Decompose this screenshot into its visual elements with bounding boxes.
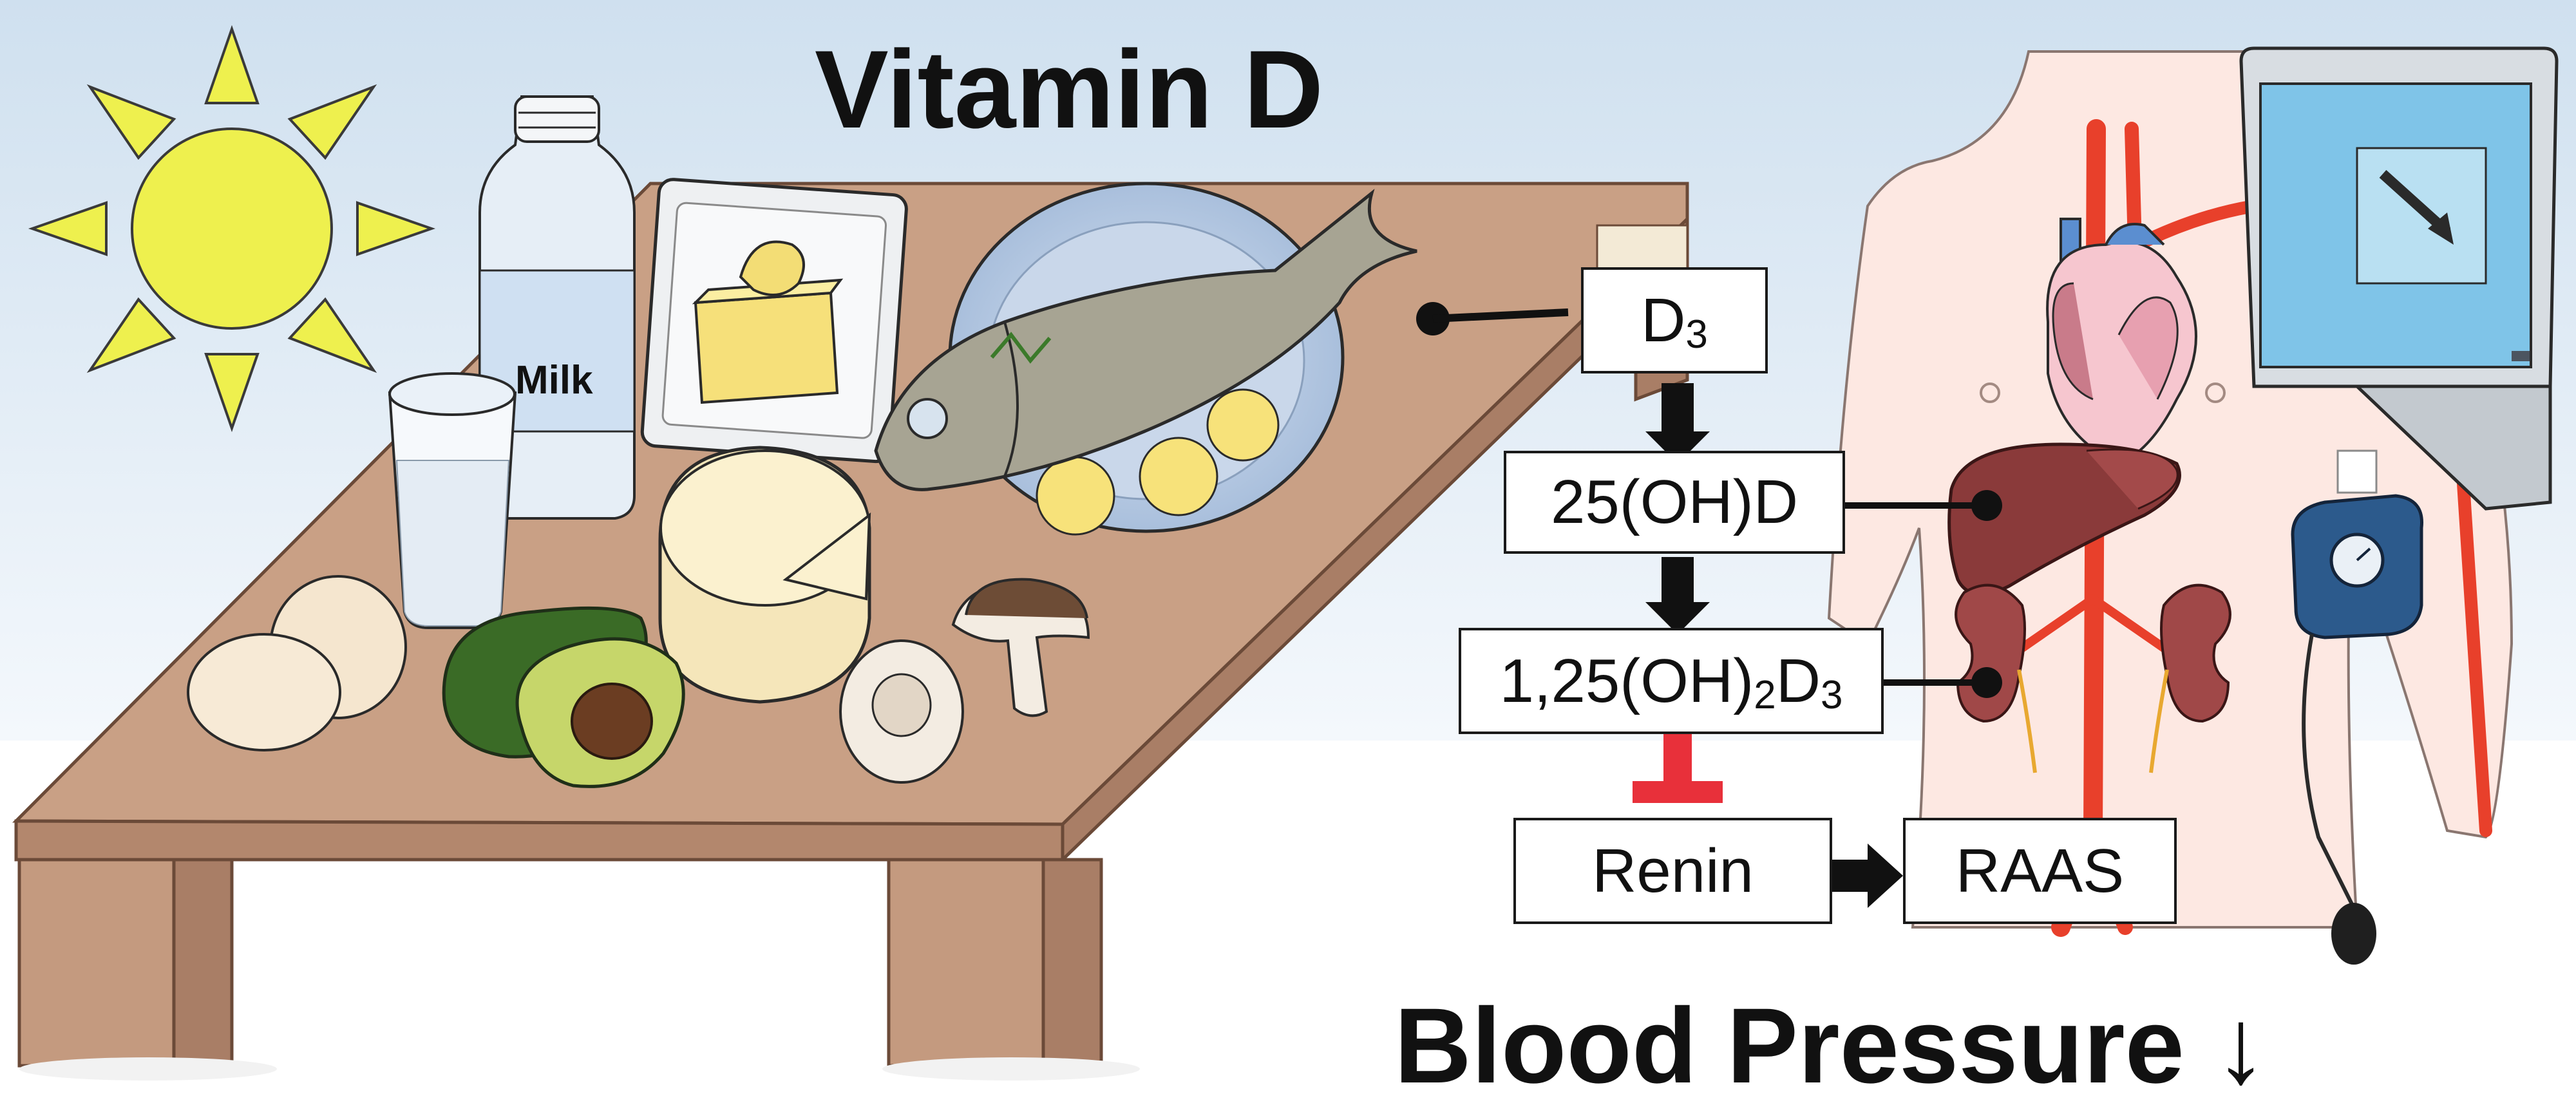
box-25-hydroxy-d: 25(OH)D xyxy=(1504,451,1845,554)
diagram-title: Vitamin D xyxy=(815,28,1324,151)
avocado-icon xyxy=(442,606,685,788)
mushroom-icon xyxy=(839,578,1090,784)
fish-plate-icon xyxy=(874,182,1417,536)
water-glass-icon xyxy=(388,372,517,629)
hydroxy-label: 25(OH)D xyxy=(1550,467,1799,536)
active-b: D xyxy=(1776,646,1821,715)
blood-pressure-cuff-icon xyxy=(2291,449,2423,965)
laptop-icon xyxy=(2239,46,2559,511)
milk-label: Milk xyxy=(515,358,593,402)
butter-icon xyxy=(640,178,908,464)
box-raas: RAAS xyxy=(1903,818,2177,924)
box-renin: Renin xyxy=(1513,818,1832,924)
liver-icon xyxy=(1947,442,2181,596)
active-a: 1,25(OH) xyxy=(1499,646,1754,715)
heart-icon xyxy=(2046,218,2197,466)
d3-main: D xyxy=(1641,285,1686,355)
outcome-label: Blood Pressure ↓ xyxy=(1394,987,2268,1106)
eggs-icon xyxy=(187,575,407,751)
renin-label: Renin xyxy=(1592,836,1754,905)
raas-label: RAAS xyxy=(1955,836,2125,905)
cheese-icon xyxy=(658,446,871,704)
sun-icon xyxy=(28,24,436,433)
